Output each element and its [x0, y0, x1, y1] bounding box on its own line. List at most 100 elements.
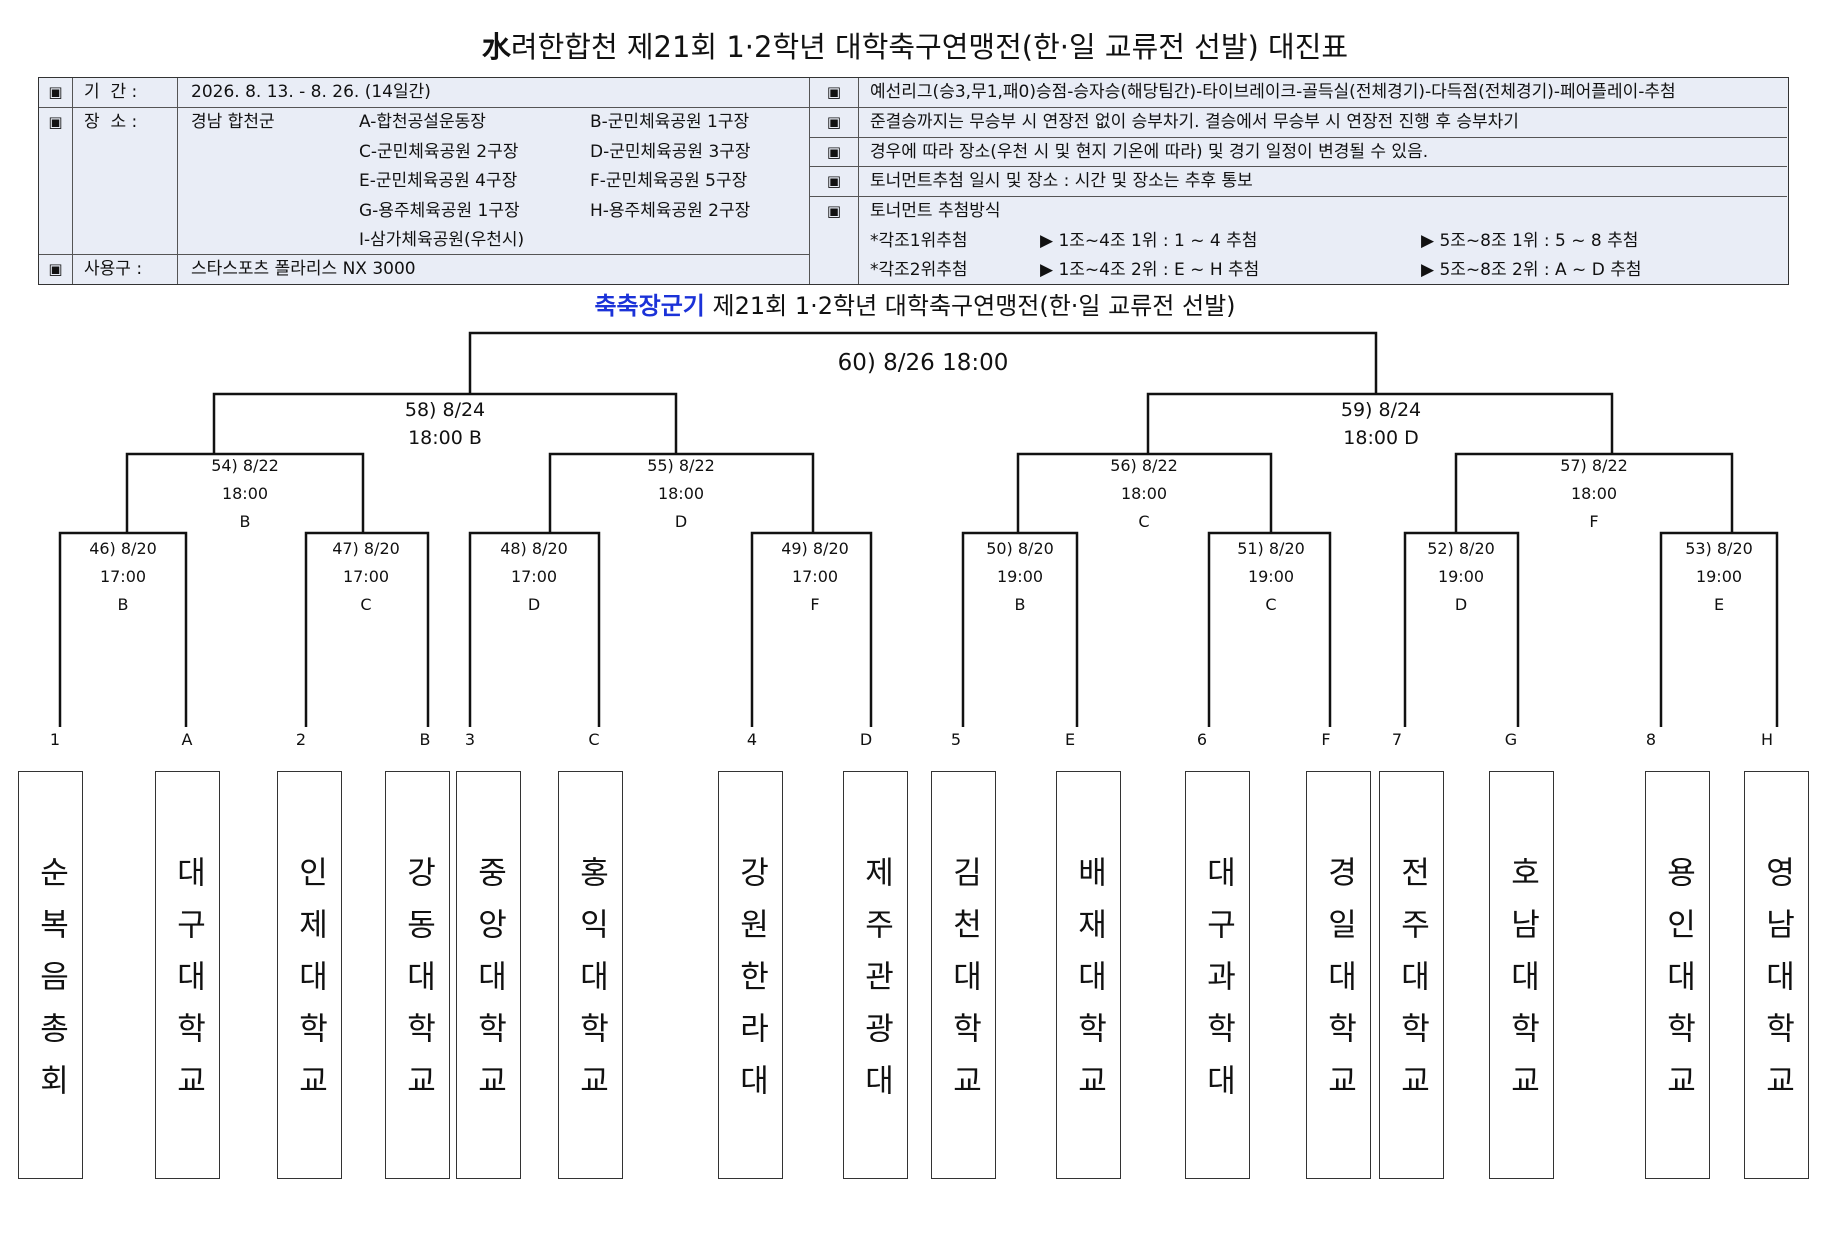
match-label-line: C: [1265, 595, 1277, 614]
match-label-line: E: [1713, 595, 1725, 614]
team-name: 대구과학대: [1200, 855, 1236, 1116]
match-label-line: F: [810, 595, 820, 614]
match-label-60: 60) 8/26 18:00: [838, 348, 1009, 378]
team-box: 배재대학교: [1056, 771, 1121, 1179]
match-label-line: 50) 8/20: [986, 539, 1054, 558]
title-logo-char: 水: [481, 30, 511, 64]
square-bullet-icon: ▣: [39, 78, 73, 108]
venue-field: G-용주체육공원 1구장: [359, 200, 520, 221]
page-title: 水려한합천 제21회 1·2학년 대학축구연맹전(한·일 교류전 선발) 대진표: [0, 28, 1830, 66]
ball-value: 스타스포츠 폴라리스 NX 3000: [178, 255, 810, 284]
match-label-55: 55) 8/22 18:00 D: [647, 452, 715, 536]
period-label: 기 간 :: [73, 78, 178, 108]
match-label-56: 56) 8/22 18:00 C: [1110, 452, 1178, 536]
match-label-line: 54) 8/22: [211, 456, 279, 475]
connector-match-58: [212, 392, 678, 454]
team-name: 홍익대학교: [573, 855, 609, 1116]
match-label-line: D: [674, 512, 688, 531]
team-box: 전주대학교: [1379, 771, 1444, 1179]
team-name: 제주관광대: [858, 855, 894, 1116]
square-bullet-icon: ▣: [810, 197, 859, 284]
match-label-line: 60) 8/26 18:00: [837, 350, 1009, 376]
team-name: 영남대학교: [1759, 855, 1795, 1116]
team-name: 경일대학교: [1321, 855, 1357, 1116]
connector-match-48: [468, 531, 601, 727]
bracket-subtitle: 축축장군기 제21회 1·2학년 대학축구연맹전(한·일 교류전 선발): [0, 290, 1830, 322]
venue-field: E-군민체육공원 4구장: [359, 171, 518, 191]
match-label-57: 57) 8/22 18:00 F: [1560, 452, 1628, 536]
venue-field: A-합천공설운동장: [359, 112, 486, 132]
match-label-line: 55) 8/22: [647, 456, 715, 475]
team-name: 순복음총회: [33, 855, 69, 1116]
connector-match-55: [548, 452, 815, 533]
match-label-51: 51) 8/20 19:00 C: [1237, 535, 1305, 619]
venue-field: D-군민체육공원 3구장: [590, 141, 751, 162]
connector-match-53: [1659, 531, 1779, 727]
team-box: 강동대학교: [385, 771, 450, 1179]
seed-label: G: [1504, 730, 1518, 749]
connector-match-59: [1146, 392, 1614, 454]
team-box: 대구대학교: [155, 771, 220, 1179]
team-name: 강원한라대: [733, 855, 769, 1116]
seed-label: 7: [1391, 730, 1403, 749]
team-name: 김천대학교: [946, 855, 982, 1116]
team-box: 홍익대학교: [558, 771, 623, 1179]
match-label-line: 18:00 D: [1343, 427, 1419, 449]
venue-list: 경남 합천군 A-합천공설운동장 B-군민체육공원 1구장 C-군민체육공원 2…: [178, 108, 810, 255]
match-label-line: 48) 8/20: [500, 539, 568, 558]
match-label-line: 17:00: [510, 567, 558, 586]
rule-text: 준결승까지는 무승부 시 연장전 없이 승부차기. 결승에서 무승부 시 연장전…: [859, 108, 1787, 138]
connector-match-52: [1403, 531, 1520, 727]
venue-region: 경남 합천군: [191, 112, 275, 132]
team-name: 용인대학교: [1660, 855, 1696, 1116]
seed-label: 5: [950, 730, 962, 749]
match-label-line: C: [360, 595, 372, 614]
match-label-line: 57) 8/22: [1560, 456, 1628, 475]
connector-match-54: [125, 452, 365, 533]
team-box: 대구과학대: [1185, 771, 1250, 1179]
team-box: 순복음총회: [18, 771, 83, 1179]
match-label-line: 18:00: [221, 484, 269, 503]
team-box: 영남대학교: [1744, 771, 1809, 1179]
seed-label: D: [859, 730, 873, 749]
match-label-line: B: [239, 512, 251, 531]
match-label-line: 19:00: [1437, 567, 1485, 586]
venue-field: F-군민체육공원 5구장: [590, 171, 748, 191]
seed-label: 6: [1196, 730, 1208, 749]
draw-title: 토너먼트 추첨방식: [870, 201, 1001, 221]
match-label-line: 17:00: [99, 567, 147, 586]
subtitle-highlight: 축축장군기: [594, 292, 705, 320]
match-label-line: 51) 8/20: [1237, 539, 1305, 558]
match-label-line: 58) 8/24: [404, 399, 486, 421]
seed-label: B: [419, 730, 431, 749]
match-label-46: 46) 8/20 17:00 B: [89, 535, 157, 619]
match-label-line: C: [1138, 512, 1150, 531]
match-label-line: 56) 8/22: [1110, 456, 1178, 475]
venue-label: 장 소 :: [73, 108, 178, 255]
rule-text: 예선리그(승3,무1,패0)승점-승자승(해당팀간)-타이브레이크-골득실(전체…: [859, 78, 1787, 108]
seed-label: E: [1064, 730, 1076, 749]
connector-match-46: [58, 531, 188, 727]
match-label-53: 53) 8/20 19:00 E: [1685, 535, 1753, 619]
team-box: 제주관광대: [843, 771, 908, 1179]
connector-match-49: [750, 531, 873, 727]
info-table: ▣ 기 간 : 2026. 8. 13. - 8. 26. (14일간) ▣ 장…: [38, 77, 1789, 285]
team-box: 인제대학교: [277, 771, 342, 1179]
team-box: 중앙대학교: [456, 771, 521, 1179]
team-name: 전주대학교: [1394, 855, 1430, 1116]
connector-match-56: [1016, 452, 1273, 533]
seed-label: 4: [746, 730, 758, 749]
match-label-line: 46) 8/20: [89, 539, 157, 558]
match-label-54: 54) 8/22 18:00 B: [211, 452, 279, 536]
period-value: 2026. 8. 13. - 8. 26. (14일간): [178, 78, 810, 108]
venue-field: H-용주체육공원 2구장: [590, 200, 751, 221]
venue-field: I-삼가체육공원(우천시): [359, 230, 525, 250]
team-box: 용인대학교: [1645, 771, 1710, 1179]
square-bullet-icon: ▣: [39, 108, 73, 255]
seed-label: A: [181, 730, 193, 749]
match-label-58: 58) 8/24 18:00 B: [405, 396, 485, 452]
square-bullet-icon: ▣: [39, 255, 73, 284]
seed-label: C: [588, 730, 600, 749]
match-label-line: 52) 8/20: [1427, 539, 1495, 558]
